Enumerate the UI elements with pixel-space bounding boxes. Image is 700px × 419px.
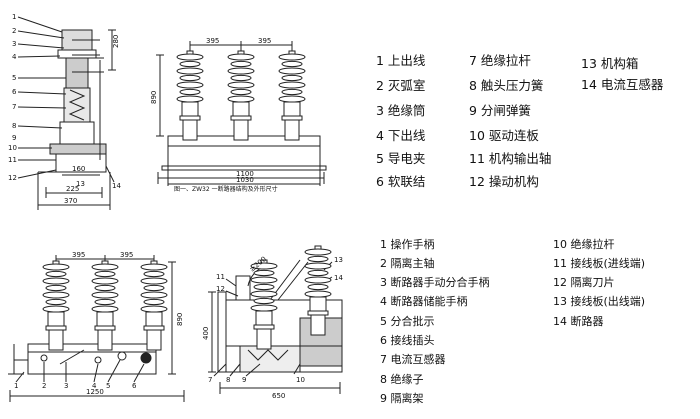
legend-item: 8 绝缘子 xyxy=(380,373,424,386)
callout-number: 2 xyxy=(42,382,46,390)
legend-item: 2 灭弧室 xyxy=(376,78,426,93)
dimension-label: 890 xyxy=(176,313,184,326)
legend-item: 2 隔离主轴 xyxy=(380,257,435,270)
legend-item: 3 断路器手动分合手柄 xyxy=(380,276,490,289)
legend-item: 1 操作手柄 xyxy=(380,238,435,251)
legend-item: 7 绝缘拉杆 xyxy=(469,53,531,68)
top-side-view xyxy=(17,16,116,210)
dimension-label: 225 xyxy=(66,185,79,193)
dimension-label: 1030 xyxy=(236,176,254,184)
callout-number: 10 xyxy=(8,144,17,152)
legend-item: 3 绝缘筒 xyxy=(376,103,426,118)
callout-number: 9 xyxy=(242,376,246,384)
callout-number: 14 xyxy=(334,274,343,282)
legend-item: 7 电流互感器 xyxy=(380,353,446,366)
dimension-label: 13 xyxy=(76,180,85,188)
callout-number: 12 xyxy=(8,174,17,182)
dimension-label: 395 xyxy=(72,251,85,259)
callout-number: 3 xyxy=(12,40,16,48)
callout-number: 4 xyxy=(92,382,97,390)
legend-item: 12 隔离刀片 xyxy=(553,276,615,289)
dimension-label: 890 xyxy=(150,91,158,104)
callout-number: 12 xyxy=(216,285,225,293)
dimension-label: 395 xyxy=(258,37,271,45)
legend-item: 10 驱动连板 xyxy=(469,128,539,143)
dimension-label: 650 xyxy=(272,392,285,400)
bottom-front-view xyxy=(8,255,185,402)
legend-item: 4 断路器储能手柄 xyxy=(380,295,468,308)
legend-item: 6 软联结 xyxy=(376,174,426,189)
callout-number: 11 xyxy=(8,156,17,164)
callout-number: 7 xyxy=(208,376,212,384)
dimension-label: 280 xyxy=(112,35,120,48)
legend-item: 8 触头压力簧 xyxy=(469,78,544,93)
legend-item: 13 机构箱 xyxy=(581,56,639,71)
callout-number: 5 xyxy=(106,382,110,390)
legend-item: 14 断路器 xyxy=(553,315,604,328)
callout-number: 1 xyxy=(12,13,16,21)
callout-number: 2 xyxy=(12,27,16,35)
legend-item: 11 接线板(进线端) xyxy=(553,257,646,270)
callout-number: 8 xyxy=(12,122,16,130)
callout-number: 9 xyxy=(12,134,16,142)
dimension-label: 395 xyxy=(206,37,219,45)
dimension-label: 395 xyxy=(120,251,133,259)
callout-number: 14 xyxy=(112,182,121,190)
callout-number: 4 xyxy=(12,53,17,61)
legend-item: 5 导电夹 xyxy=(376,151,426,166)
legend-item: 6 接线插头 xyxy=(380,334,435,347)
legend-item: 1 上出线 xyxy=(376,53,426,68)
callout-number: 6 xyxy=(12,88,17,96)
legend-item: 9 分闸弹簧 xyxy=(469,103,531,118)
dimension-label: 160 xyxy=(72,165,85,173)
legend-item: 5 分合批示 xyxy=(380,315,435,328)
dimension-label: 370 xyxy=(64,197,77,205)
callout-number: 13 xyxy=(334,256,343,264)
figure-caption: 图一、ZW32 一断路器结构及外形尺寸 xyxy=(174,185,278,193)
dimension-label: 1100 xyxy=(236,170,254,178)
legend-item: 9 隔离架 xyxy=(380,392,424,405)
legend-item: 14 电流互感器 xyxy=(581,77,664,92)
callout-number: 7 xyxy=(12,103,16,111)
callout-number: 6 xyxy=(132,382,137,390)
legend-item: 13 接线板(出线端) xyxy=(553,295,646,308)
legend-item: 4 下出线 xyxy=(376,128,426,143)
dimension-label: 400 xyxy=(202,327,210,340)
legend-item: 10 绝缘拉杆 xyxy=(553,238,615,251)
bottom-side-view xyxy=(208,259,343,394)
top-front-view xyxy=(156,41,327,186)
legend-item: 12 操动机构 xyxy=(469,174,539,189)
callout-number: 11 xyxy=(216,273,225,281)
callout-number: 1 xyxy=(14,382,18,390)
callout-number: 5 xyxy=(12,74,16,82)
dimension-label: 1250 xyxy=(86,388,104,396)
callout-number: 8 xyxy=(226,376,230,384)
legend-item: 11 机构输出轴 xyxy=(469,151,552,166)
callout-number: 10 xyxy=(296,376,305,384)
callout-number: 3 xyxy=(64,382,68,390)
